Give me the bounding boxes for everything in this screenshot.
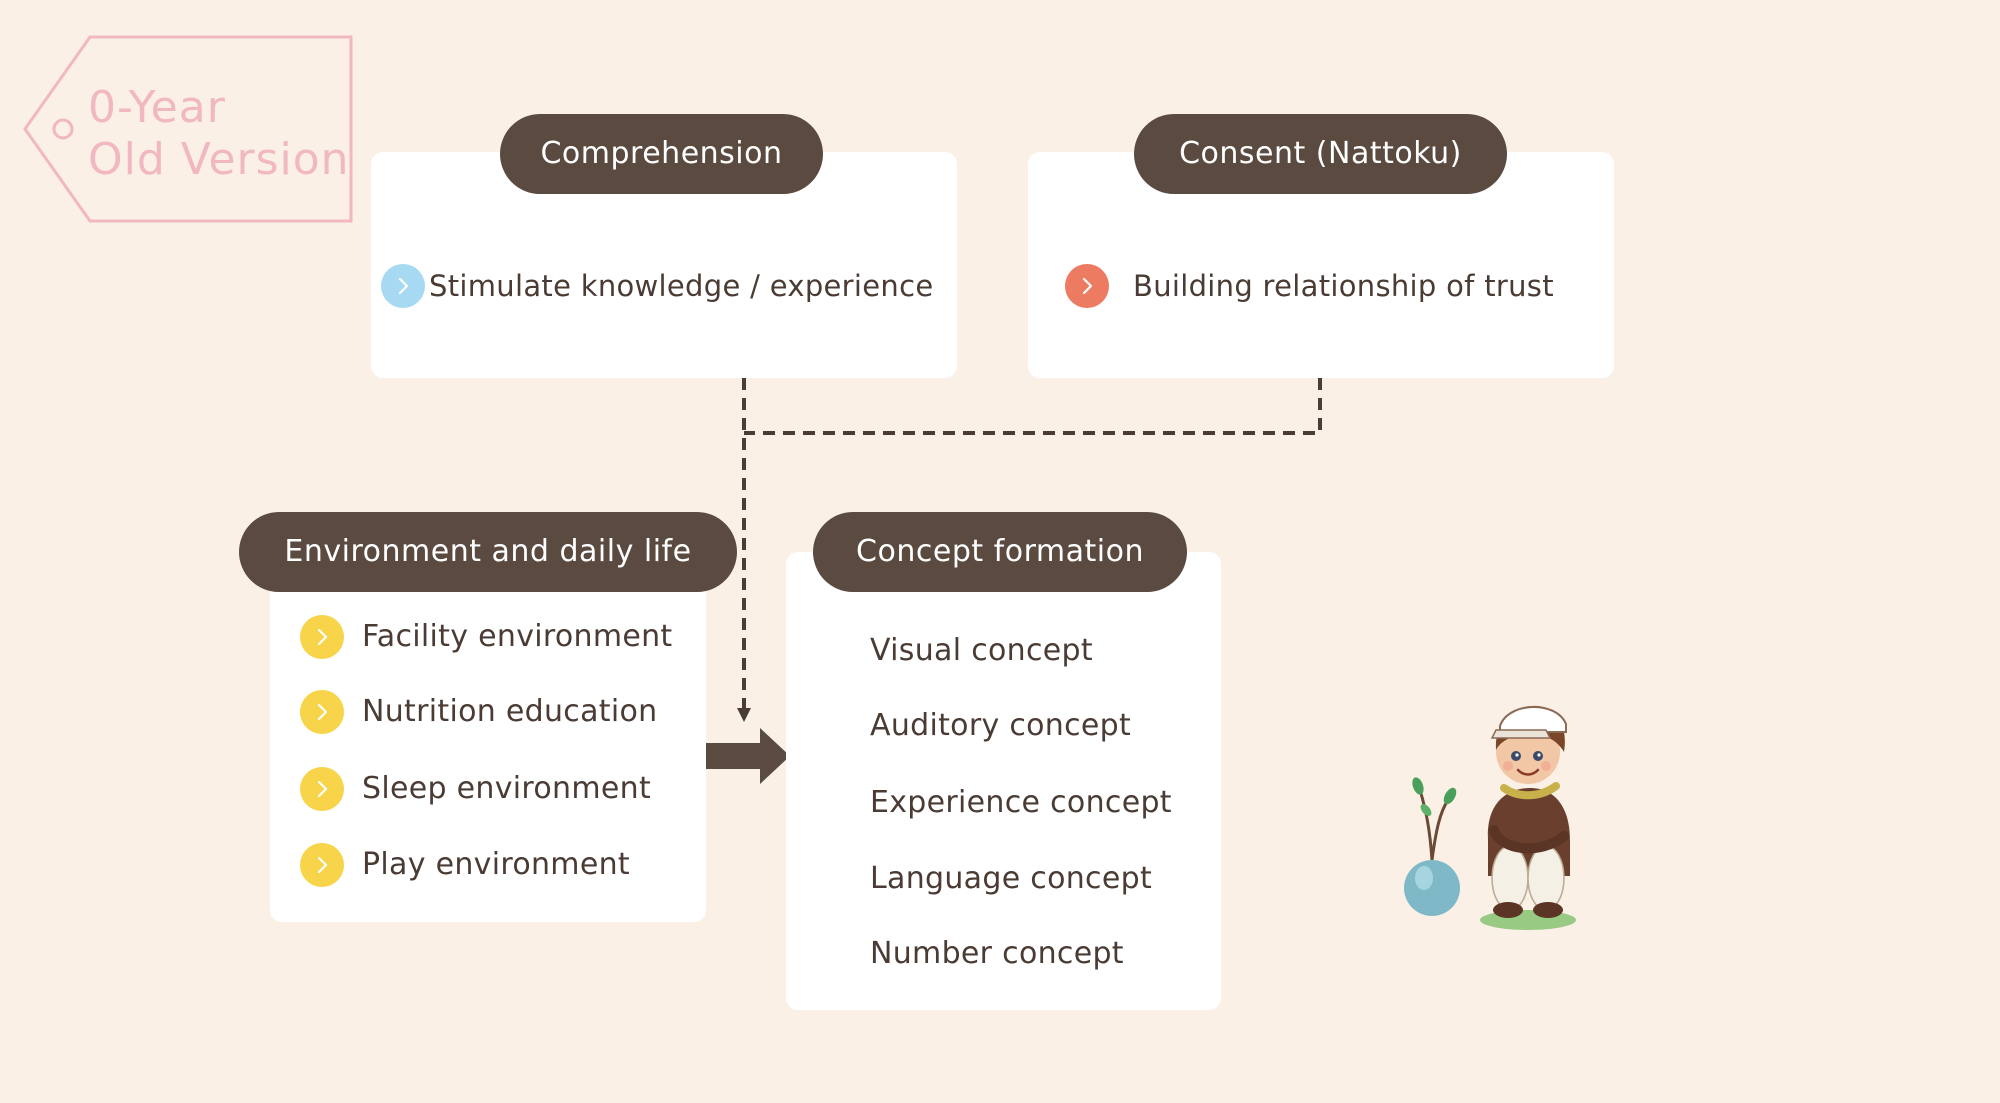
- concept-item: Visual concept: [870, 633, 1093, 668]
- dashed-line-consent: [744, 378, 1322, 435]
- concept-title: Concept formation: [813, 512, 1187, 592]
- comprehension-item: Stimulate knowledge / experience: [429, 269, 934, 303]
- consent-item: Building relationship of trust: [1133, 269, 1554, 303]
- concept-item: Number concept: [870, 936, 1124, 971]
- consent-title: Consent (Nattoku): [1134, 114, 1507, 194]
- environment-item-label: Sleep environment: [362, 771, 652, 806]
- chevron-right-icon: [381, 264, 425, 308]
- list-item: Sleep environment: [300, 767, 651, 811]
- comprehension-title: Comprehension: [500, 114, 823, 194]
- child-with-plant-illustration: [1404, 705, 1576, 930]
- list-item: Facility environment: [300, 615, 673, 659]
- environment-title: Environment and daily life: [239, 512, 737, 592]
- list-item: Nutrition education: [300, 690, 657, 734]
- tag-line-2: Old Version: [88, 134, 350, 185]
- tag-line-1: 0-Year: [88, 82, 226, 133]
- tag-outline: [23, 35, 353, 223]
- arrow-head-down-icon: [737, 708, 751, 722]
- list-item: Play environment: [300, 843, 630, 887]
- concept-item: Auditory concept: [870, 708, 1132, 743]
- environment-item-label: Play environment: [362, 847, 630, 882]
- chevron-right-icon: [300, 767, 344, 811]
- concept-item: Experience concept: [870, 785, 1172, 820]
- chevron-right-icon: [300, 843, 344, 887]
- environment-item-label: Nutrition education: [362, 694, 658, 729]
- chevron-right-icon: [300, 690, 344, 734]
- version-tag: 0-Year Old Version: [22, 34, 354, 224]
- tag-hole-icon: [52, 118, 74, 140]
- chevron-right-icon: [1065, 264, 1109, 308]
- environment-item-label: Facility environment: [362, 619, 673, 654]
- arrow-right-icon: [700, 728, 790, 784]
- concept-item: Language concept: [870, 861, 1153, 896]
- chevron-right-icon: [300, 615, 344, 659]
- concept-card: [786, 552, 1221, 1010]
